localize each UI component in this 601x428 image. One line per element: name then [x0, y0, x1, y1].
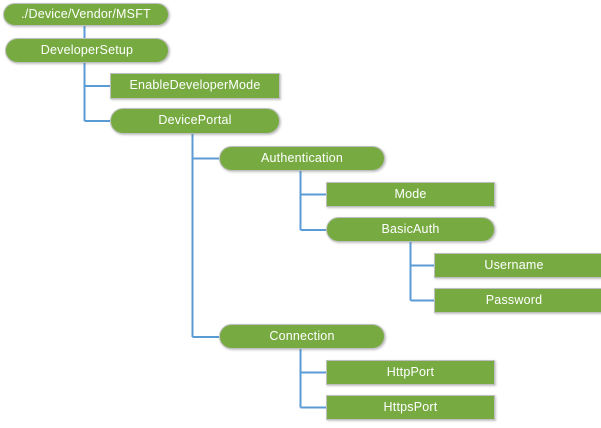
node-httpport[interactable]: HttpPort: [326, 360, 495, 385]
node-developersetup-label: DeveloperSetup: [40, 42, 134, 57]
node-root-label: ./Device/Vendor/MSFT: [21, 6, 151, 21]
node-httpsport[interactable]: HttpsPort: [326, 395, 495, 420]
node-httpport-label: HttpPort: [386, 364, 435, 379]
node-basicauth-label: BasicAuth: [381, 221, 440, 236]
node-deviceportal[interactable]: DevicePortal: [110, 108, 280, 134]
node-password[interactable]: Password: [434, 288, 601, 313]
node-enabledevelopermode[interactable]: EnableDeveloperMode: [110, 73, 280, 99]
node-connection[interactable]: Connection: [219, 324, 385, 349]
node-password-label: Password: [485, 292, 543, 307]
node-connection-label: Connection: [269, 328, 335, 343]
node-basicauth[interactable]: BasicAuth: [326, 217, 495, 242]
node-developersetup[interactable]: DeveloperSetup: [5, 38, 169, 63]
node-username[interactable]: Username: [434, 253, 601, 278]
node-authentication[interactable]: Authentication: [219, 146, 385, 171]
node-mode[interactable]: Mode: [326, 182, 495, 207]
node-authentication-label: Authentication: [260, 150, 344, 165]
node-root[interactable]: ./Device/Vendor/MSFT: [3, 3, 169, 26]
node-mode-label: Mode: [394, 186, 427, 201]
node-enabledevelopermode-label: EnableDeveloperMode: [129, 78, 261, 93]
node-httpsport-label: HttpsPort: [383, 399, 438, 414]
node-username-label: Username: [484, 257, 544, 272]
node-deviceportal-label: DevicePortal: [158, 113, 232, 128]
